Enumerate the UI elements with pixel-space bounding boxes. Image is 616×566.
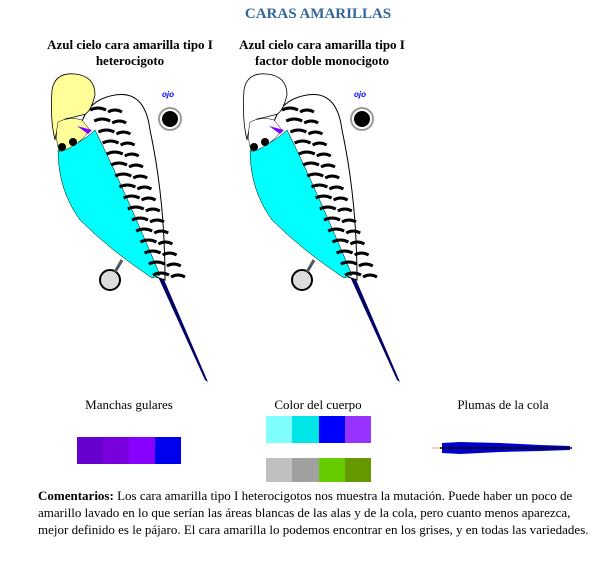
comment-paragraph: Comentarios: Los cara amarilla tipo I he…	[38, 487, 598, 538]
caption-line: Azul cielo cara amarilla tipo I	[47, 37, 213, 52]
eye-label: ojo	[354, 90, 366, 99]
color-cell	[103, 437, 129, 464]
budgie-svg	[51, 73, 208, 382]
cuerpo-label: Color del cuerpo	[274, 397, 362, 412]
color-cell	[318, 416, 345, 443]
color-cell	[318, 458, 345, 482]
body-color-swatch-1	[266, 416, 371, 443]
page-title: CARAS AMARILLAS	[244, 6, 392, 22]
budgie-illustration-1	[40, 70, 220, 395]
caption-line: Azul cielo cara amarilla tipo I	[239, 37, 405, 52]
color-cell	[292, 458, 319, 482]
caption-line: factor doble monocigoto	[254, 53, 390, 68]
color-cell	[77, 437, 103, 464]
body-color-swatch-2	[266, 458, 371, 482]
color-cell	[155, 437, 181, 464]
bird-caption-2: Azul cielo cara amarilla tipo I factor d…	[222, 37, 422, 69]
color-cell	[344, 416, 371, 443]
tail-feather-icon	[432, 442, 572, 454]
budgie-svg	[243, 73, 400, 382]
color-cell	[129, 437, 155, 464]
budgie-illustration-2	[232, 70, 412, 395]
manchas-label: Manchas gulares	[85, 397, 173, 412]
cola-label: Plumas de la cola	[457, 397, 549, 412]
caption-line: heterocigoto	[95, 53, 165, 68]
color-cell	[266, 416, 293, 443]
comment-label: Comentarios:	[38, 488, 114, 503]
color-cell	[344, 458, 371, 482]
comment-text: Los cara amarilla tipo I heterocigotos n…	[38, 488, 589, 537]
eye-icon	[158, 107, 182, 131]
bird-caption-1: Azul cielo cara amarilla tipo I heteroci…	[30, 37, 230, 69]
color-cell	[266, 458, 293, 482]
throat-spots-swatch	[77, 437, 181, 464]
color-cell	[292, 416, 319, 443]
eye-label: ojo	[162, 90, 174, 99]
eye-icon	[350, 107, 374, 131]
